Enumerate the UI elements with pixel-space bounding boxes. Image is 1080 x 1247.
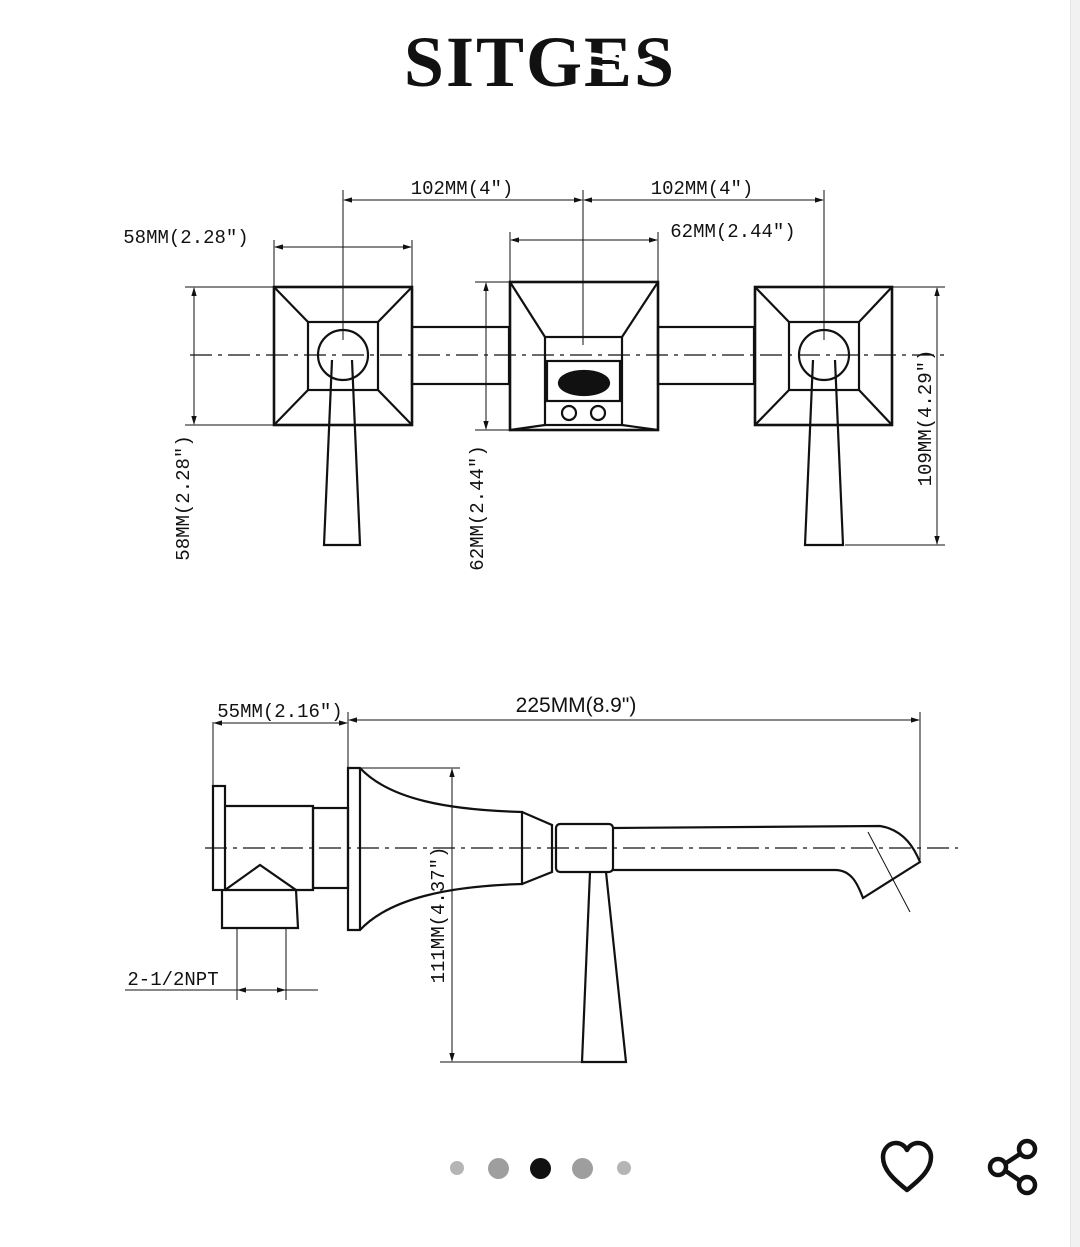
dim-reach: 225MM(8.9"): [516, 694, 637, 717]
dim-top-left: 102MM(4"): [411, 178, 514, 200]
favorite-button[interactable]: [874, 1134, 940, 1200]
dim-left-width: 58MM(2.28"): [123, 227, 248, 249]
share-button[interactable]: [980, 1134, 1046, 1200]
carousel-indicator: [440, 1156, 640, 1180]
dim-total-height: 109MM(4.29"): [915, 350, 937, 487]
carousel-dot[interactable]: [450, 1161, 464, 1175]
carousel-dot[interactable]: [529, 1157, 551, 1179]
dim-top-right: 102MM(4"): [651, 178, 754, 200]
heart-icon: [880, 1140, 934, 1193]
brand-logo: SITGES: [404, 22, 674, 102]
dim-center-width: 62MM(2.44"): [670, 221, 795, 243]
carousel-dot[interactable]: [617, 1161, 631, 1175]
dim-connection: 2-1/2NPT: [127, 969, 218, 991]
dim-depth: 55MM(2.16"): [217, 701, 342, 723]
side-view: [125, 712, 958, 1064]
front-view: [185, 190, 945, 547]
dim-height: 111MM(4.37"): [428, 847, 450, 984]
dim-center-height: 62MM(2.44"): [467, 445, 489, 570]
dim-left-height: 58MM(2.28"): [173, 435, 195, 560]
carousel-dot[interactable]: [571, 1157, 593, 1179]
scrollbar[interactable]: [1070, 0, 1080, 1247]
carousel-dot[interactable]: [487, 1157, 509, 1179]
share-icon: [987, 1138, 1038, 1196]
